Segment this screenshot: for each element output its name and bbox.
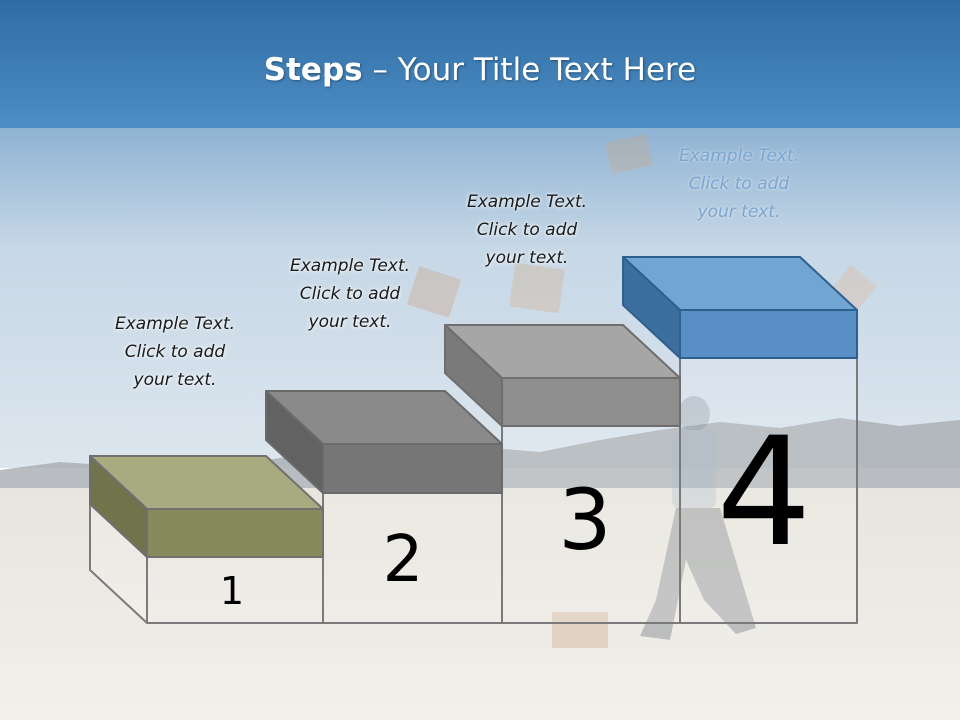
step1-block-front [146,508,324,558]
step4-caption-line3: your text. [697,202,781,222]
step1-caption[interactable]: Example Text. Click to add your text. [90,310,260,394]
title-bold: Steps [263,52,363,88]
step3-block-front [501,377,681,427]
step2-caption-line2: Click to add [299,284,401,304]
step1-caption-line2: Click to add [124,342,226,362]
step4-caption-line1: Example Text. [678,146,800,166]
step3-caption-line3: your text. [485,248,569,268]
step1-number: 1 [219,569,245,613]
step3-caption-line1: Example Text. [466,192,588,212]
step3-number: 3 [558,471,612,569]
step3-caption-line2: Click to add [476,220,578,240]
step1-caption-line1: Example Text. [114,314,236,334]
step2-caption-line3: your text. [308,312,392,332]
step4-caption-line2: Click to add [688,174,790,194]
step4-caption[interactable]: Example Text. Click to add your text. [654,142,824,226]
background-person [640,396,756,640]
step4-block-front [679,309,858,359]
step2-number: 2 [382,523,424,597]
title-banner [0,0,960,128]
title-rest: – Your Title Text Here [362,52,697,88]
step1-caption-line3: your text. [133,370,217,390]
step2-caption[interactable]: Example Text. Click to add your text. [265,252,435,336]
slide-title[interactable]: Steps – Your Title Text Here [0,52,960,88]
step2-block-front [322,443,503,494]
step4-number: 4 [716,406,812,580]
step3-caption[interactable]: Example Text. Click to add your text. [442,188,612,272]
step2-caption-line1: Example Text. [289,256,411,276]
